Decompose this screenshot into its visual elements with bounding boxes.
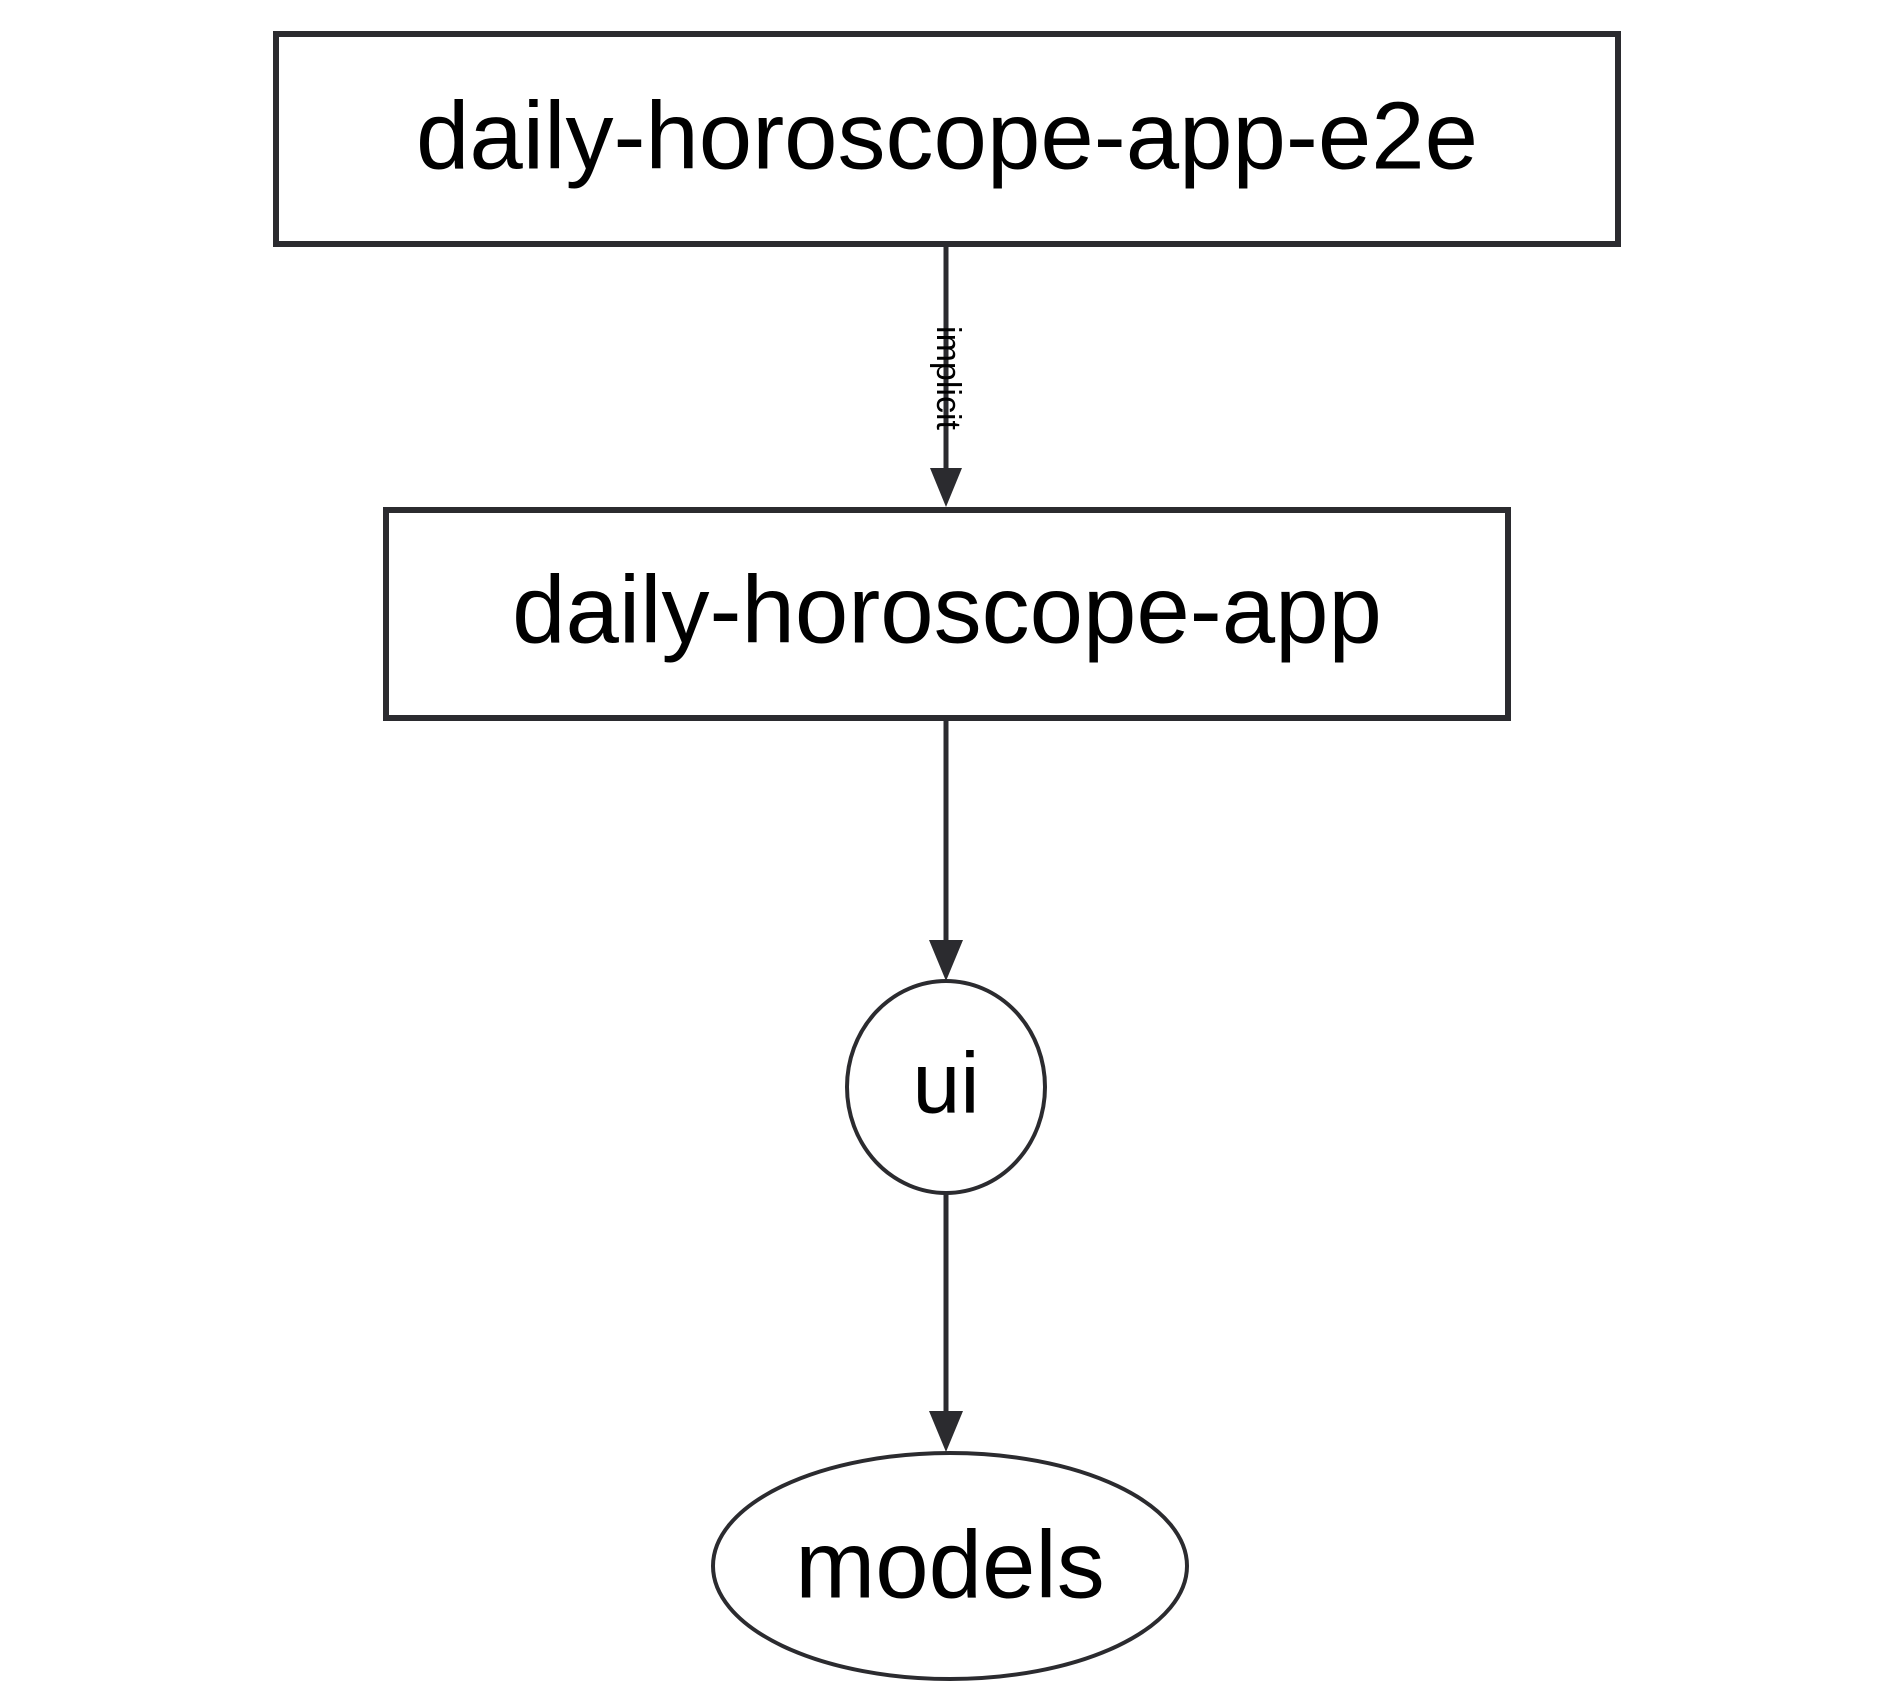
node-daily-horoscope-app-e2e-label: daily-horoscope-app-e2e	[416, 82, 1478, 189]
node-daily-horoscope-app-box	[383, 507, 1511, 721]
node-ui-label: ui	[913, 1036, 980, 1132]
edge-e2e-to-app[interactable]: implicit	[929, 245, 967, 507]
node-ui-ellipse	[845, 979, 1047, 1195]
node-daily-horoscope-app[interactable]: daily-horoscope-app	[383, 507, 1511, 721]
node-daily-horoscope-app-e2e-box	[273, 31, 1621, 247]
node-models-ellipse	[711, 1451, 1189, 1681]
node-daily-horoscope-app-label: daily-horoscope-app	[512, 556, 1382, 663]
node-models-label: models	[795, 1511, 1104, 1618]
edge-ui-to-models-arrowhead	[929, 1411, 963, 1452]
edge-app-to-ui[interactable]	[929, 719, 963, 981]
edge-ui-to-models[interactable]	[929, 1192, 963, 1452]
node-models[interactable]: models	[711, 1451, 1189, 1681]
node-ui[interactable]: ui	[845, 979, 1047, 1195]
edge-app-to-ui-arrowhead	[929, 940, 963, 981]
edge-label-implicit: implicit	[929, 326, 967, 430]
node-daily-horoscope-app-e2e[interactable]: daily-horoscope-app-e2e	[273, 31, 1621, 247]
edge-e2e-to-app-arrowhead	[930, 468, 962, 507]
